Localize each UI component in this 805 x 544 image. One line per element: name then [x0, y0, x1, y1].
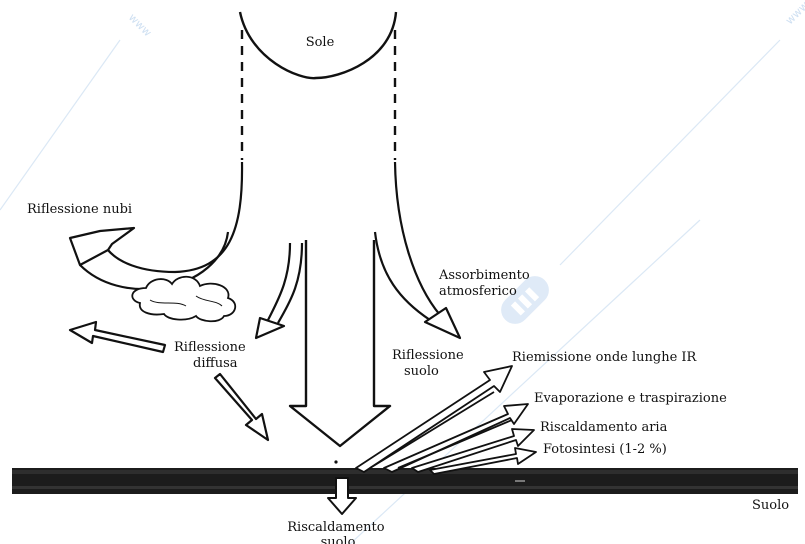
ground-band — [12, 468, 798, 494]
label-ground-reflection-line2: suolo — [404, 364, 439, 379]
watermark-text-1: www — [126, 11, 154, 39]
label-ground-heating-line2: suolo — [321, 535, 356, 544]
label-diffuse-reflection-line2: diffusa — [193, 356, 238, 371]
label-atmospheric-absorption-line2: atmosferico — [439, 284, 517, 299]
label-ir-reemission: Riemissione onde lunghe IR — [512, 350, 698, 365]
label-ground-reflection: Riflessione suolo — [392, 348, 468, 379]
label-atmospheric-absorption-line1: Assorbimento — [438, 268, 530, 283]
beam-to-diffuse-arrow — [256, 243, 302, 338]
ground-dot — [334, 460, 337, 463]
diffuse-reflection-down-arrow — [215, 374, 268, 440]
watermark-text-2: www — [783, 0, 805, 27]
label-cloud-reflection: Riflessione nubi — [27, 202, 132, 217]
label-air-heating: Riscaldamento aria — [540, 420, 668, 435]
label-evapotranspiration: Evaporazione e traspirazione — [534, 391, 727, 406]
label-ground: Suolo — [752, 498, 789, 513]
atmospheric-absorption-arrow — [375, 162, 460, 338]
label-photosynthesis: Fotosintesi (1-2 %) — [543, 442, 667, 457]
label-ground-heating: Riscaldamento suolo — [287, 520, 388, 544]
label-ground-reflection-line1: Riflessione — [392, 348, 464, 363]
label-ground-heating-line1: Riscaldamento — [287, 520, 384, 535]
label-sun: Sole — [306, 35, 335, 50]
label-diffuse-reflection: Riflessione diffusa — [174, 340, 250, 371]
cloud-shape — [132, 277, 235, 322]
cloud-reflection-arrow — [70, 162, 242, 289]
central-down-arrow — [290, 240, 390, 446]
label-diffuse-reflection-line1: Riflessione — [174, 340, 246, 355]
emission-arrows — [356, 366, 536, 474]
ir-arrow — [356, 366, 512, 472]
diffuse-reflection-up-arrow — [70, 322, 165, 352]
